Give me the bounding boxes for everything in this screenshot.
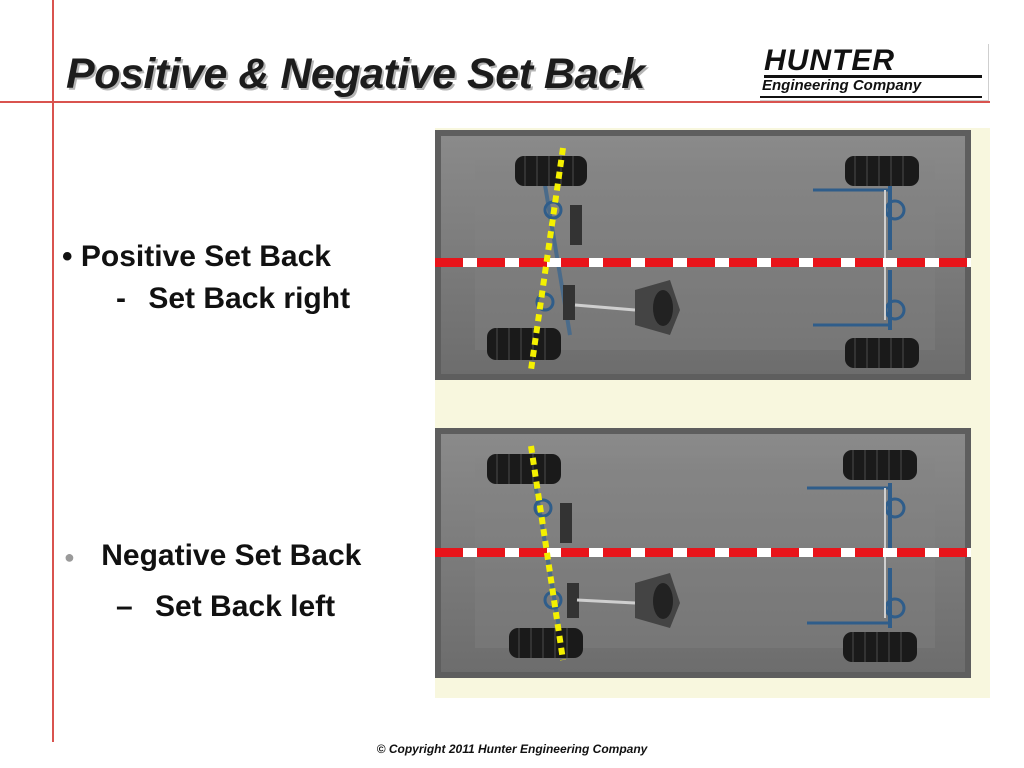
vertical-rule [52, 0, 54, 742]
logo-sub-text: Engineering Company [762, 77, 922, 94]
positive-setback-diagram [435, 130, 975, 380]
negative-setback-diagram [435, 428, 975, 678]
bullet-positive: • Positive Set Back [62, 240, 331, 274]
slide-title: Positive & Negative Set Back [66, 50, 645, 98]
bullet-marker: ● [64, 547, 75, 568]
bullet-negative: ● Negative Set Back [64, 539, 361, 574]
front-right-tire [509, 628, 583, 658]
rear-right-tire [845, 338, 919, 368]
centerline [435, 258, 971, 267]
setback-line [528, 445, 566, 661]
sub-bullet-marker: - [116, 282, 126, 315]
logo-bar [764, 75, 982, 78]
front-left-tire [487, 454, 561, 484]
logo-underline [760, 96, 982, 98]
sub-bullet-marker: – [116, 590, 133, 623]
sub-bullet-text-positive: Set Back right [148, 282, 351, 315]
rear-left-tire [845, 156, 919, 186]
logo-main-text: HUNTER [764, 44, 895, 77]
copyright-notice: © Copyright 2011 Hunter Engineering Comp… [376, 742, 648, 756]
rear-right-tire [843, 632, 917, 662]
rear-left-tire [843, 450, 917, 480]
sub-bullet-text-negative: Set Back left [155, 590, 336, 623]
horizontal-rule [0, 101, 990, 103]
sub-bullet-positive: - Set Back right [116, 282, 350, 316]
front-left-tire [515, 156, 587, 186]
hunter-logo: HUNTER Engineering Company [760, 44, 989, 101]
setback-line [528, 147, 566, 371]
bullet-text-negative: Negative Set Back [101, 539, 362, 572]
front-right-tire [487, 328, 561, 360]
bullet-text-positive: Positive Set Back [80, 240, 331, 273]
centerline [435, 548, 971, 557]
sub-bullet-negative: – Set Back left [116, 590, 335, 624]
bullet-marker: • [62, 240, 73, 273]
